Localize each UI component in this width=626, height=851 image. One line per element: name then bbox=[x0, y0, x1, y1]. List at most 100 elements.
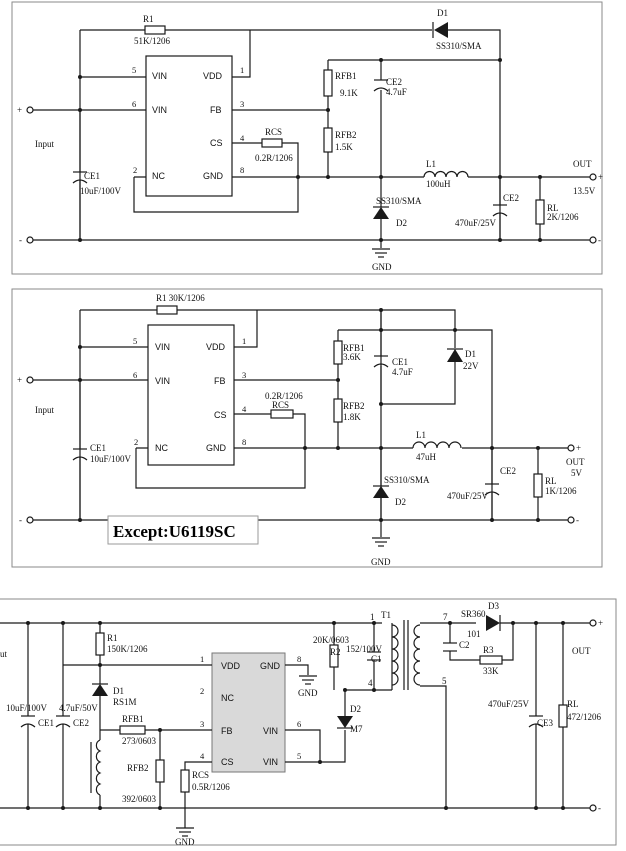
circuit-2: VIN VIN NC VDD FB CS GND 5 6 2 1 3 4 8 bbox=[11, 288, 603, 568]
pin-vin5-label: VIN bbox=[155, 342, 170, 352]
junction-dots bbox=[26, 621, 565, 810]
pin-1-number: 1 bbox=[242, 336, 246, 346]
pin-1-number: 1 bbox=[240, 65, 244, 75]
l1-inductor bbox=[423, 170, 469, 178]
out-voltage: 5V bbox=[571, 468, 583, 478]
d1-diode bbox=[432, 22, 448, 38]
r2-name: R2 bbox=[330, 647, 341, 657]
l1-inductor bbox=[412, 441, 462, 449]
c2-capacitor bbox=[443, 642, 457, 652]
r1-label: R1 30K/1206 bbox=[156, 293, 205, 303]
l1-name: L1 bbox=[426, 159, 436, 169]
pin-6-number: 6 bbox=[297, 719, 301, 729]
pin-cs-label: CS bbox=[210, 138, 223, 148]
ce3-name: CE3 bbox=[537, 718, 554, 728]
rl-resistor bbox=[558, 704, 568, 728]
d1-zener bbox=[447, 348, 463, 362]
output-minus-terminal bbox=[589, 804, 597, 812]
rcs-value: 0.5R/1206 bbox=[192, 782, 230, 792]
rcs-name: RCS bbox=[192, 770, 209, 780]
pin-vdd-label: VDD bbox=[206, 342, 226, 352]
pin-cs-label: CS bbox=[214, 410, 227, 420]
t1-transformer bbox=[391, 620, 421, 690]
rl-resistor bbox=[535, 199, 545, 225]
rfb1-name: RFB1 bbox=[343, 343, 365, 353]
gnd-label-bottom: GND bbox=[175, 837, 195, 847]
gnd-label: GND bbox=[372, 262, 392, 272]
junction-dots bbox=[78, 308, 540, 522]
pin-5-number: 5 bbox=[132, 65, 136, 75]
pin-gnd-label: GND bbox=[260, 661, 281, 671]
c2-r3-wire bbox=[449, 623, 514, 661]
ce2-name: CE2 bbox=[73, 718, 89, 728]
pin-vdd-label: VDD bbox=[221, 661, 241, 671]
ic-2 bbox=[147, 324, 235, 466]
pin-2-number: 2 bbox=[133, 165, 137, 175]
pin-vin5-label: VIN bbox=[263, 757, 278, 767]
pin-vdd-label: VDD bbox=[203, 71, 223, 81]
rl-name: RL bbox=[545, 476, 557, 486]
top-rail-wire bbox=[0, 622, 382, 625]
input-label: Input bbox=[35, 139, 54, 149]
c1-name: C1 bbox=[371, 654, 382, 664]
c1-label: 152/100V bbox=[346, 644, 383, 654]
out-voltage: 13.5V bbox=[573, 186, 596, 196]
t1-name: T1 bbox=[381, 610, 391, 620]
ce2-top-name: CE2 bbox=[386, 77, 402, 87]
ce2-capacitor bbox=[55, 715, 71, 728]
l1-value: 47uH bbox=[416, 452, 437, 462]
circuit-3-frame bbox=[0, 598, 617, 846]
ce2-capacitor bbox=[492, 204, 508, 217]
input-minus-sign: - bbox=[19, 235, 22, 245]
pin-cs-label: CS bbox=[221, 757, 234, 767]
d2-diode bbox=[373, 206, 389, 219]
output-plus-terminal bbox=[567, 444, 575, 452]
rfb1-name: RFB1 bbox=[122, 714, 144, 724]
vdd-wire bbox=[232, 30, 251, 78]
output-minus-sign: - bbox=[576, 515, 579, 525]
d1-value: 22V bbox=[463, 361, 479, 371]
t1-secondary-bottom-wire bbox=[420, 685, 447, 808]
gnd-label: GND bbox=[371, 557, 391, 567]
r1-resistor bbox=[95, 632, 105, 656]
rl-name: RL bbox=[547, 203, 559, 213]
rfb1-value: 9.1K bbox=[340, 88, 358, 98]
input-plus-sign: + bbox=[17, 375, 22, 385]
pin-5-number: 5 bbox=[297, 751, 301, 761]
rfb2-name: RFB2 bbox=[127, 763, 149, 773]
output-plus-sign: + bbox=[576, 443, 581, 453]
rcs-resistor bbox=[180, 769, 190, 793]
snubber-wire bbox=[333, 623, 392, 691]
vdd-wire bbox=[234, 310, 258, 348]
vin-wires bbox=[33, 76, 146, 111]
pin-gnd-label: GND bbox=[206, 443, 227, 453]
r1-value: 150K/1206 bbox=[107, 644, 148, 654]
d3-diode bbox=[486, 615, 501, 631]
pin-fb-label: FB bbox=[214, 376, 226, 386]
d2-diode bbox=[337, 716, 353, 729]
rfb2-value: 1.8K bbox=[343, 412, 361, 422]
pin-vin5-label: VIN bbox=[152, 71, 167, 81]
r2-resistor bbox=[329, 644, 339, 668]
ce1-top-value: 4.7uF bbox=[392, 367, 413, 377]
rl-value: 1K/1206 bbox=[545, 486, 577, 496]
ic-1 bbox=[145, 55, 233, 197]
vin-wires bbox=[33, 346, 148, 381]
gnd-symbol-ic bbox=[299, 675, 317, 685]
ce3-capacitor bbox=[528, 715, 544, 728]
r3-value: 33K bbox=[483, 666, 499, 676]
gnd-symbol bbox=[372, 537, 390, 547]
r1-value: 51K/1206 bbox=[134, 36, 171, 46]
ce2-value: 470uF/25V bbox=[447, 491, 489, 501]
t1-pin-5: 5 bbox=[442, 676, 447, 686]
rcs-name: RCS bbox=[265, 127, 282, 137]
ce1-name: CE1 bbox=[84, 171, 100, 181]
output-plus-sign: + bbox=[598, 172, 603, 182]
d2-part: SS310/SMA bbox=[384, 475, 430, 485]
ce1-capacitor bbox=[20, 715, 36, 728]
output-minus-terminal bbox=[567, 516, 575, 524]
gnd-label-ic: GND bbox=[298, 688, 318, 698]
pin-3-number: 3 bbox=[242, 370, 246, 380]
d1-wire bbox=[63, 664, 101, 740]
pin-2-number: 2 bbox=[200, 686, 204, 696]
